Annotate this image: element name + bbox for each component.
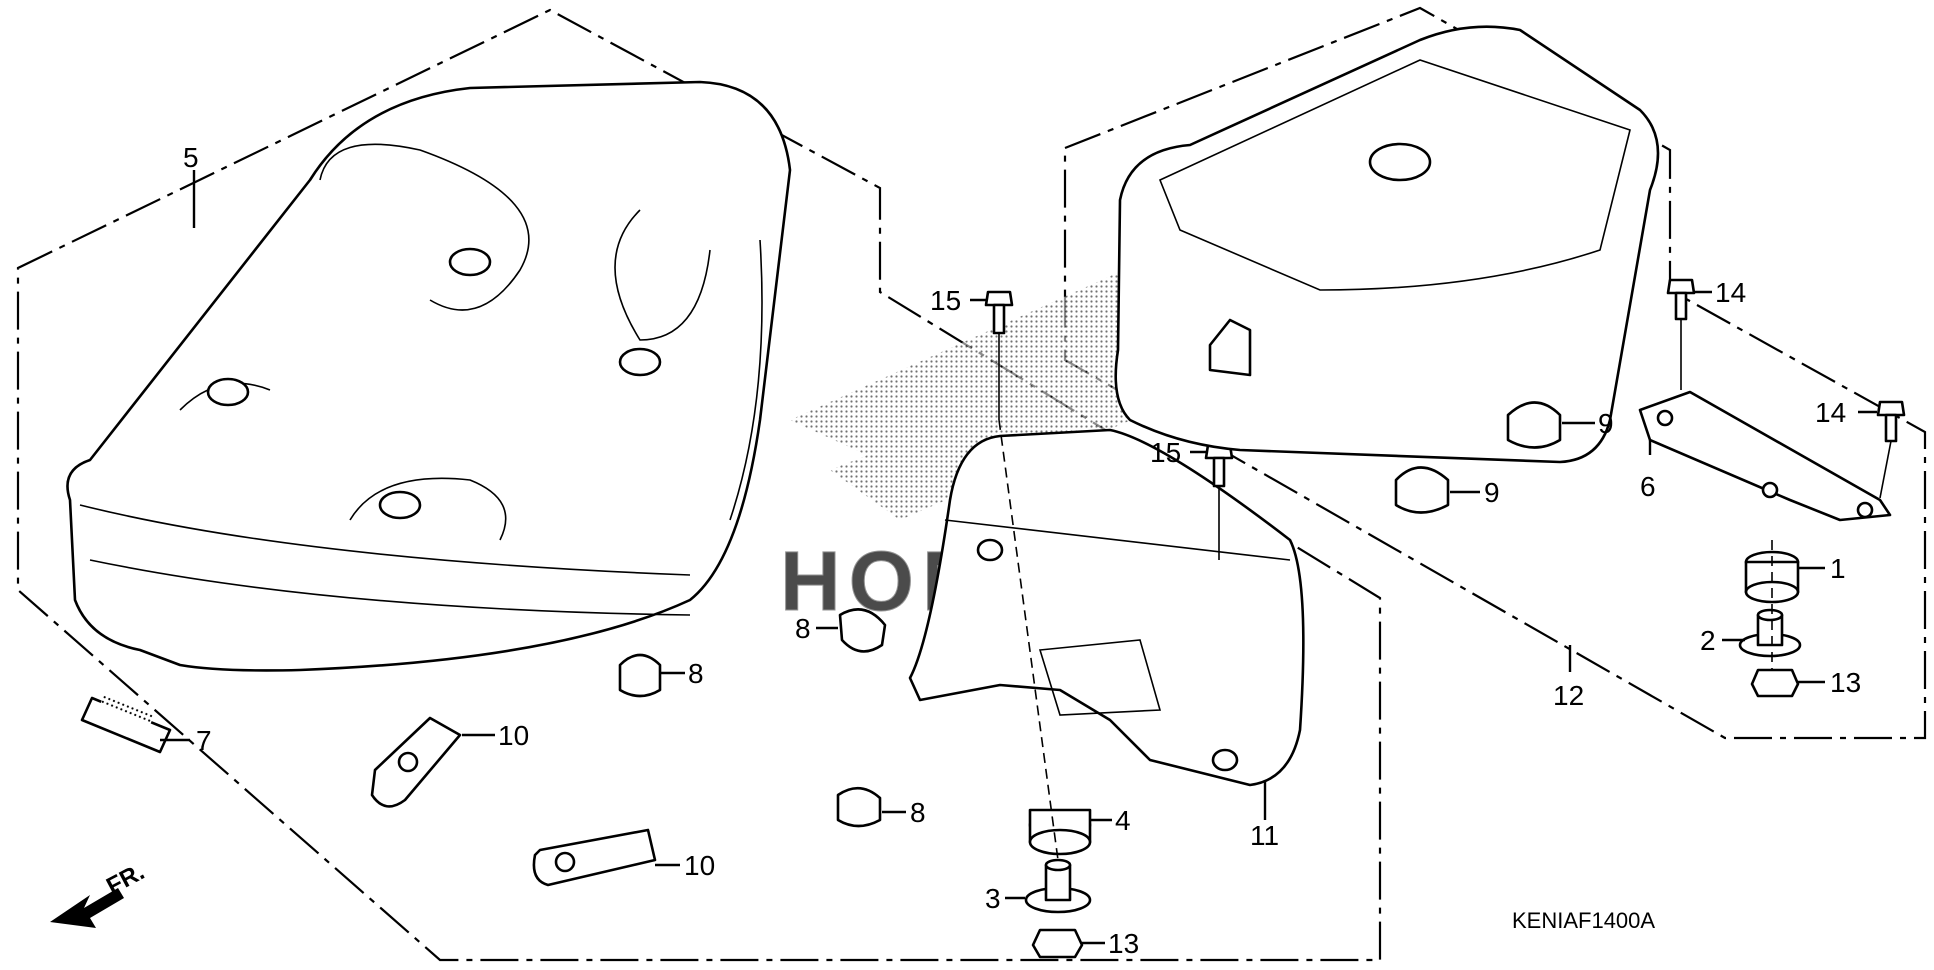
callout-8c: 8 [910,797,926,828]
callout-10b: 10 [684,850,715,881]
cushion-part-8a [618,653,662,698]
callout-14b: 14 [1815,397,1846,428]
cushion-part-8b [838,608,887,653]
callout-2: 2 [1700,625,1716,656]
bolt-part-14b [1876,400,1906,499]
callout-8a: 8 [688,658,704,689]
callout-14a: 14 [1715,277,1746,308]
collar-part-3 [1024,858,1092,914]
callout-1: 1 [1830,553,1846,584]
callout-11: 11 [1250,820,1279,851]
bracket-part-6 [1638,390,1892,522]
callout-8b: 8 [795,613,811,644]
nut-part-13b [1031,928,1084,959]
cushion-part-9b [1394,466,1450,514]
cushion-part-10b [532,828,657,887]
front-seat-part [66,80,792,672]
callout-9a: 9 [1598,408,1614,439]
cushion-part-8c [836,786,882,828]
callout-10a: 10 [498,720,529,751]
front-seat-boundary [16,8,1382,962]
front-arrow-icon: FR. [50,858,149,928]
collar-part-2 [1738,608,1802,658]
rear-seat-boundary [1063,6,1927,740]
callout-12: 12 [1553,680,1584,711]
callout-15b: 15 [1150,437,1181,468]
rubber-mount-part-4 [1028,808,1092,856]
cushion-part-10a [370,716,462,808]
nut-part-13a [1750,668,1800,698]
rubber-part-7 [80,695,172,754]
callout-15a: 15 [930,285,961,316]
callout-numbers: 5 15 15 14 14 9 9 6 1 2 13 12 8 8 8 7 10… [183,142,1861,959]
cushion-part-9a [1506,401,1562,449]
rear-seat-part-12 [1114,25,1660,464]
callout-9b: 9 [1484,477,1500,508]
callout-5: 5 [183,142,199,173]
diagram-code: KENIAF1400A [1512,908,1655,933]
callout-3: 3 [985,883,1001,914]
seat-base-part-11 [908,428,1305,787]
callout-13a: 13 [1830,667,1861,698]
callout-13b: 13 [1108,928,1139,959]
callout-4: 4 [1115,805,1131,836]
bolt-part-14a [1666,278,1696,390]
callout-6: 6 [1640,471,1656,502]
callout-7: 7 [196,725,212,756]
leader-lines [160,170,1877,945]
